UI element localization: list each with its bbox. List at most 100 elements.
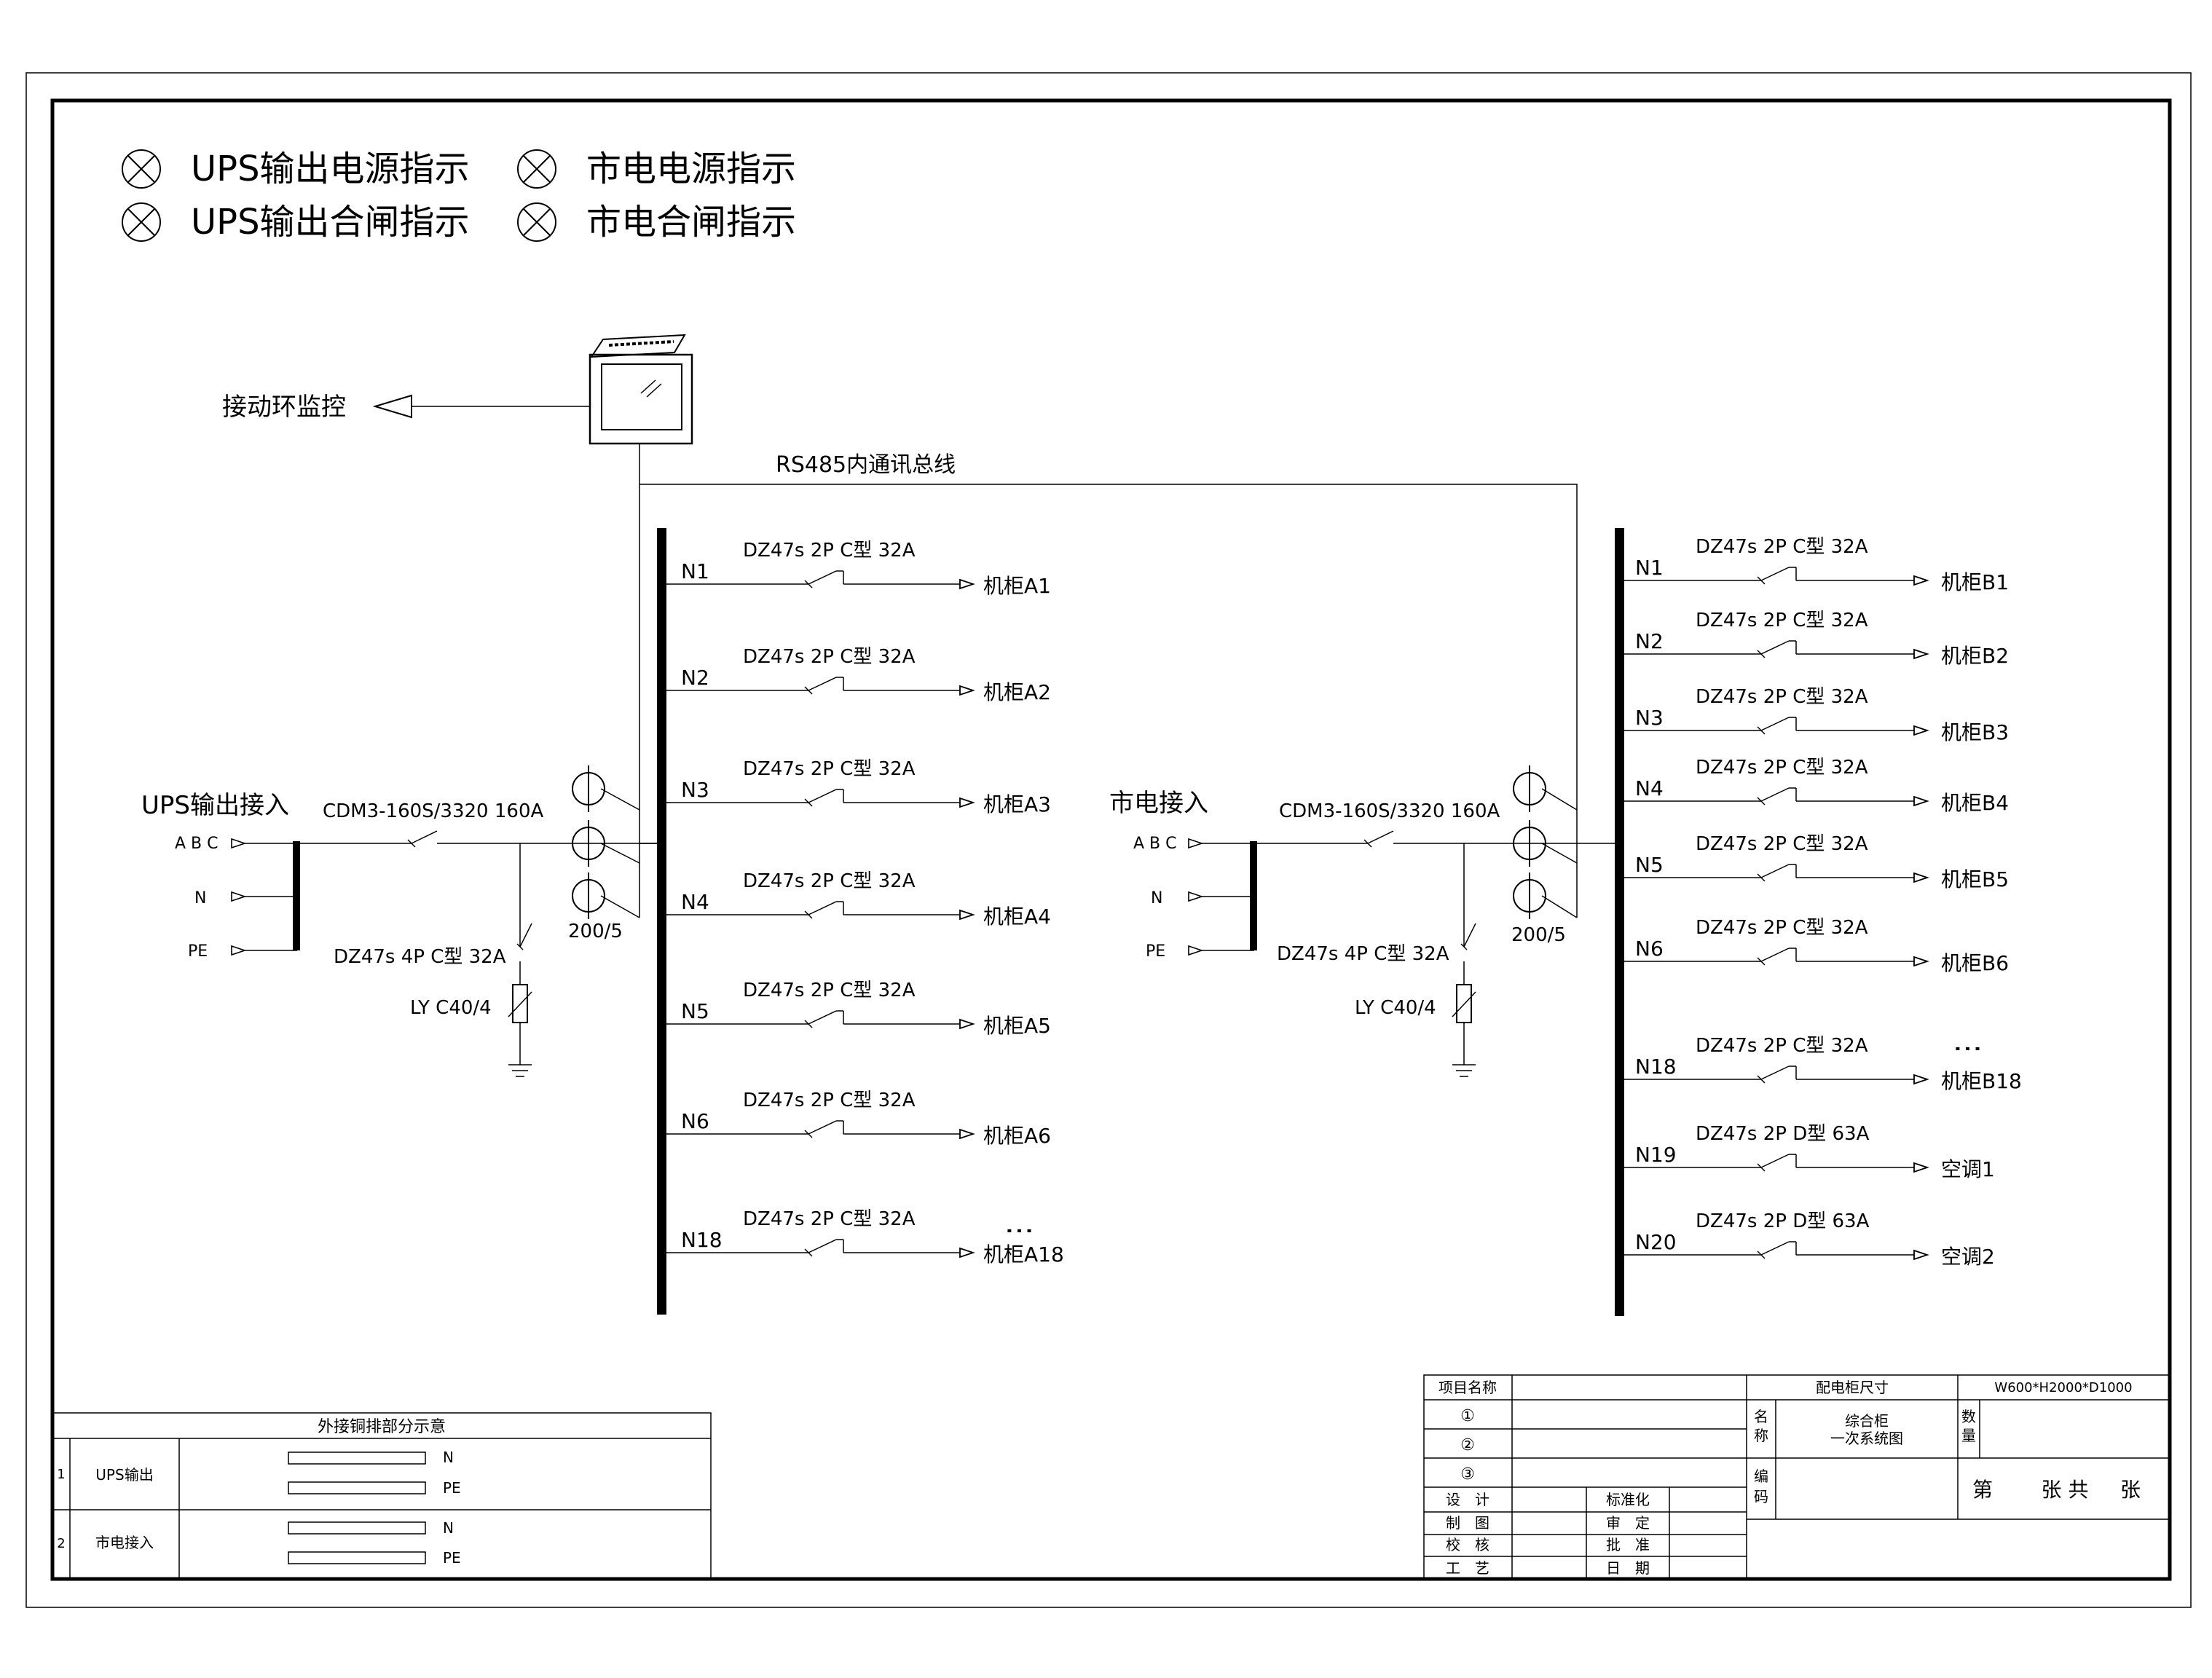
breaker-mark (1757, 1250, 1766, 1259)
terminal-icon (231, 891, 247, 902)
load-label: 机柜B6 (1941, 951, 2009, 975)
arrow-right-icon (1913, 872, 1929, 883)
outer-frame (25, 72, 2192, 1608)
ct-label: 200/5 (1511, 924, 1566, 946)
breaker-icon (1760, 640, 1790, 655)
breaker-icon (808, 901, 837, 915)
branch-breaker-label: DZ47s 2P D型 63A (1696, 1210, 1870, 1232)
sheet-label: 第 (1972, 1478, 1993, 1502)
breaker-mark (1757, 576, 1766, 585)
terminal-icon (1188, 891, 1204, 902)
arrow-right-icon (1913, 956, 1929, 967)
indicator-lamp-icon (517, 149, 556, 189)
bus-label: RS485内通讯总线 (776, 452, 956, 478)
breaker-icon (1760, 717, 1790, 731)
role-label: 校 核 (1446, 1536, 1489, 1553)
arrow-right-icon (1913, 1074, 1929, 1085)
branch-id-label: N18 (681, 1228, 723, 1252)
load-label: 机柜A18 (983, 1242, 1064, 1267)
size-value: W600*H2000*D1000 (1994, 1380, 2132, 1395)
breaker-mark (1757, 797, 1766, 805)
ct-label: 200/5 (568, 921, 623, 942)
branch-breaker-label: DZ47s 2P C型 32A (1696, 1035, 1868, 1057)
rs485-bus-line (639, 484, 1578, 794)
branch-breaker-label: DZ47s 2P C型 32A (743, 870, 916, 892)
branch-id-label: N1 (1635, 556, 1664, 580)
role-label: 审 定 (1606, 1514, 1650, 1532)
load-label: 机柜A6 (983, 1124, 1051, 1148)
legend: UPS输出电源指示 市电电源指示 UPS输出合闸指示 市电合闸指示 (122, 149, 796, 243)
breaker-icon (1760, 567, 1790, 581)
touchscreen-panel-icon (589, 334, 693, 445)
breaker-mark (1757, 1075, 1766, 1084)
current-transformer-icon (572, 872, 605, 920)
branch-id-label: N3 (681, 778, 709, 802)
role-label: 日 期 (1606, 1559, 1650, 1577)
breaker-icon (1760, 1241, 1790, 1256)
feeder-title: 市电接入 (1109, 789, 1208, 818)
main-breaker-label: CDM3-160S/3320 160A (1279, 800, 1500, 822)
branch-breaker-label: DZ47s 2P D型 63A (1696, 1123, 1870, 1145)
arrow-right-icon (959, 685, 975, 696)
breaker-mark (804, 910, 813, 919)
copper-bar-icon (288, 1481, 426, 1494)
branch-breaker-label: DZ47s 2P C型 32A (743, 646, 916, 668)
role-label: 批 准 (1606, 1536, 1650, 1553)
incoming-busbar (1250, 841, 1257, 950)
current-transformer-icon (572, 765, 605, 813)
item-number: ③ (1460, 1465, 1475, 1484)
arrow-right-icon (959, 578, 975, 590)
branch-id-label: N4 (1635, 776, 1664, 800)
bar-label: N (443, 1519, 454, 1537)
name-label: 名 (1754, 1408, 1768, 1425)
qty-label: 量 (1961, 1427, 1976, 1444)
drawing-name: 综合柜 (1845, 1412, 1889, 1430)
breaker-icon (808, 570, 837, 585)
breaker-icon (1760, 864, 1790, 878)
phase-label: A B C (175, 835, 219, 853)
role-label: 标准化 (1606, 1491, 1650, 1508)
load-label: 空调2 (1941, 1245, 1995, 1269)
incoming-busbar (293, 841, 300, 950)
load-label: 机柜B3 (1941, 720, 2009, 744)
breaker-icon (1760, 1066, 1790, 1080)
spd-breaker-label: DZ47s 4P C型 32A (334, 946, 506, 968)
continuation-dots: ⋮ (1003, 1216, 1036, 1245)
branch-breaker-label: DZ47s 2P C型 32A (743, 758, 916, 780)
row-name: 市电接入 (95, 1534, 154, 1551)
indicator-lamp-icon (122, 202, 161, 242)
legend-item-label: 市电合闸指示 (586, 202, 796, 243)
continuation-dots: ⋮ (1951, 1034, 1985, 1063)
terminal-icon (1188, 838, 1204, 849)
branch-id-label: N18 (1635, 1055, 1677, 1079)
main-breaker-icon (1367, 830, 1394, 844)
load-label: 机柜A2 (983, 680, 1051, 704)
branch-breaker-label: DZ47s 2P C型 32A (743, 980, 916, 1001)
sheet-label: 张 共 (2042, 1478, 2089, 1502)
branch-id-label: N6 (1635, 937, 1664, 961)
load-label: 机柜B4 (1941, 791, 2009, 815)
arrow-right-icon (1913, 575, 1929, 586)
mains-busbar (1615, 528, 1624, 1316)
phase-label: PE (188, 942, 208, 961)
breaker-mark (1757, 726, 1766, 735)
load-label: 机柜B2 (1941, 644, 2009, 668)
branch-id-label: N2 (681, 666, 709, 690)
title-block: 项目名称 ① ② ③ 设 计 制 图 校 核 工 艺 标准化 审 定 批 准 日… (1423, 1374, 2170, 1580)
load-label: 机柜A1 (983, 574, 1051, 598)
qty-label: 数 (1961, 1408, 1976, 1425)
size-label: 配电柜尺寸 (1816, 1379, 1889, 1396)
drawing-name: 一次系统图 (1830, 1430, 1903, 1447)
breaker-mark (804, 686, 813, 695)
ups-output-busbar (657, 528, 666, 1315)
breaker-mark (1757, 650, 1766, 658)
